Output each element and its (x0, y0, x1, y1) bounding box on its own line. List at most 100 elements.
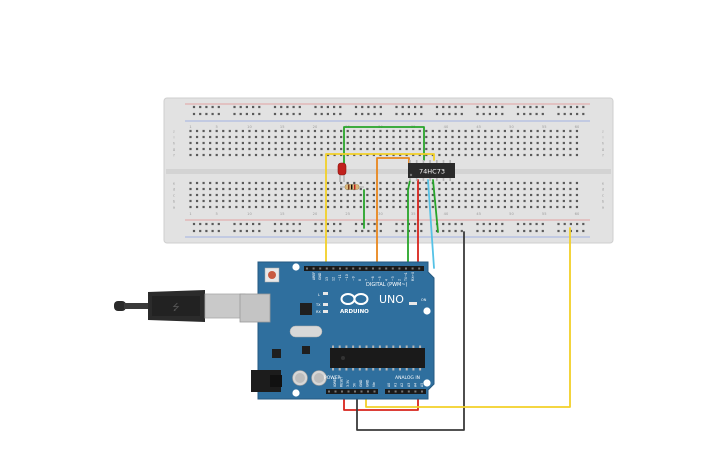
bb-hole (202, 129, 205, 133)
digital-pin-hole[interactable] (345, 267, 348, 270)
digital-pin-hole[interactable] (418, 267, 421, 270)
analog-pin-label: A3 (407, 383, 411, 387)
aref-label: AREF (312, 272, 316, 280)
wire-yellow-top[interactable] (325, 153, 435, 269)
bb-hole (516, 181, 520, 185)
analog-pin-hole[interactable] (388, 390, 390, 393)
bb-rail-hole (557, 222, 560, 226)
power-pin-hole[interactable] (360, 390, 363, 393)
ic-74hc73[interactable]: 74HC73 (408, 160, 455, 181)
bb-rail-hole (361, 112, 364, 116)
wire-green-jumper[interactable] (343, 126, 425, 164)
digital-pin-hole[interactable] (391, 267, 394, 270)
bb-hole (418, 193, 421, 197)
bb-hole (503, 187, 506, 191)
analog-pin-hole[interactable] (407, 390, 410, 393)
bb-hole (510, 181, 513, 185)
mount-hole-1 (292, 263, 300, 271)
digital-pin-hole[interactable] (306, 267, 308, 270)
bb-rail-hole (339, 105, 342, 109)
power-pin-hole[interactable] (354, 390, 356, 393)
digital-pin-hole[interactable] (312, 267, 315, 270)
bb-rail-hole (199, 112, 202, 116)
bb-hole (366, 199, 369, 203)
digital-pin-hole[interactable] (339, 267, 341, 270)
power-pin-hole[interactable] (334, 390, 337, 393)
digital-pin-hole[interactable] (332, 267, 335, 270)
usb-cable[interactable]: ⭍ (114, 290, 246, 322)
digital-pin-hole[interactable] (358, 267, 361, 270)
digital-pin-hole[interactable] (411, 267, 414, 270)
bb-hole (536, 187, 539, 191)
bb-hole (510, 147, 513, 151)
analog-header-label: ANALOG IN (395, 375, 420, 381)
digital-pin-hole[interactable] (352, 267, 355, 270)
bb-hole (372, 199, 375, 203)
power-pin-hole[interactable] (341, 390, 343, 393)
bb-hole (418, 129, 421, 133)
analog-pin-hole[interactable] (414, 390, 417, 393)
digital-pin-hole[interactable] (319, 267, 322, 270)
digital-pin-hole[interactable] (398, 267, 401, 270)
wire-black[interactable] (356, 231, 465, 431)
analog-pin-hole[interactable] (394, 390, 397, 393)
bb-hole (392, 193, 395, 197)
arduino-uno[interactable]: UNO ARDUINO DIGITAL (PWM~) POWER ANALOG … (239, 261, 435, 400)
bb-hole (241, 205, 244, 209)
power-pin-hole[interactable] (347, 390, 350, 393)
bb-rail-hole (192, 112, 196, 116)
wire-orange[interactable] (376, 157, 410, 269)
digital-pin-hole[interactable] (372, 267, 374, 270)
analog-pin-holes (388, 390, 423, 393)
power-pin-hole[interactable] (373, 390, 376, 393)
bb-hole (189, 193, 192, 197)
resistor[interactable] (340, 184, 364, 190)
bb-hole (405, 141, 408, 145)
bb-rail-hole (401, 222, 404, 226)
bb-hole (209, 135, 212, 139)
bb-hole (490, 129, 493, 133)
bb-hole (287, 129, 290, 133)
bb-hole (228, 187, 231, 191)
power-pin-hole[interactable] (367, 390, 369, 393)
bb-rail-hole (314, 105, 317, 109)
column-number: 40 (444, 212, 449, 216)
bb-hole (268, 153, 271, 157)
bb-hole (484, 141, 487, 145)
wire-cyan[interactable] (427, 179, 435, 269)
led-red[interactable] (337, 162, 347, 182)
wire-green-pin[interactable] (407, 179, 411, 269)
bb-hole (457, 193, 461, 197)
bb-hole (235, 205, 238, 209)
bb-hole (209, 205, 212, 209)
bb-hole (405, 181, 408, 185)
bb-hole (503, 205, 506, 209)
bb-hole (412, 141, 415, 145)
digital-pin-hole[interactable] (385, 267, 388, 270)
bb-hole (287, 187, 290, 191)
bb-hole (379, 193, 382, 197)
bb-hole (444, 181, 448, 185)
bb-hole (497, 193, 500, 197)
bb-hole (562, 181, 565, 185)
wire-green-right[interactable] (432, 179, 439, 233)
bb-hole (274, 147, 277, 151)
bb-rail-hole (541, 229, 544, 233)
bb-hole (543, 129, 546, 133)
digital-pin-hole[interactable] (405, 267, 407, 270)
bb-rail-hole (476, 222, 479, 226)
bb-hole (464, 193, 467, 197)
power-pin-hole[interactable] (328, 390, 330, 393)
analog-pin-hole[interactable] (401, 390, 404, 393)
bb-hole (418, 141, 421, 145)
analog-pin-hole[interactable] (421, 390, 423, 393)
bb-hole (254, 129, 258, 133)
bb-rail-hole (482, 229, 485, 233)
digital-pin-hole[interactable] (365, 267, 368, 270)
bb-rail-hole (414, 105, 417, 109)
bb-hole (425, 181, 428, 185)
digital-pin-hole[interactable] (378, 267, 381, 270)
row-letter: e (602, 181, 605, 185)
digital-pin-hole[interactable] (325, 267, 328, 270)
